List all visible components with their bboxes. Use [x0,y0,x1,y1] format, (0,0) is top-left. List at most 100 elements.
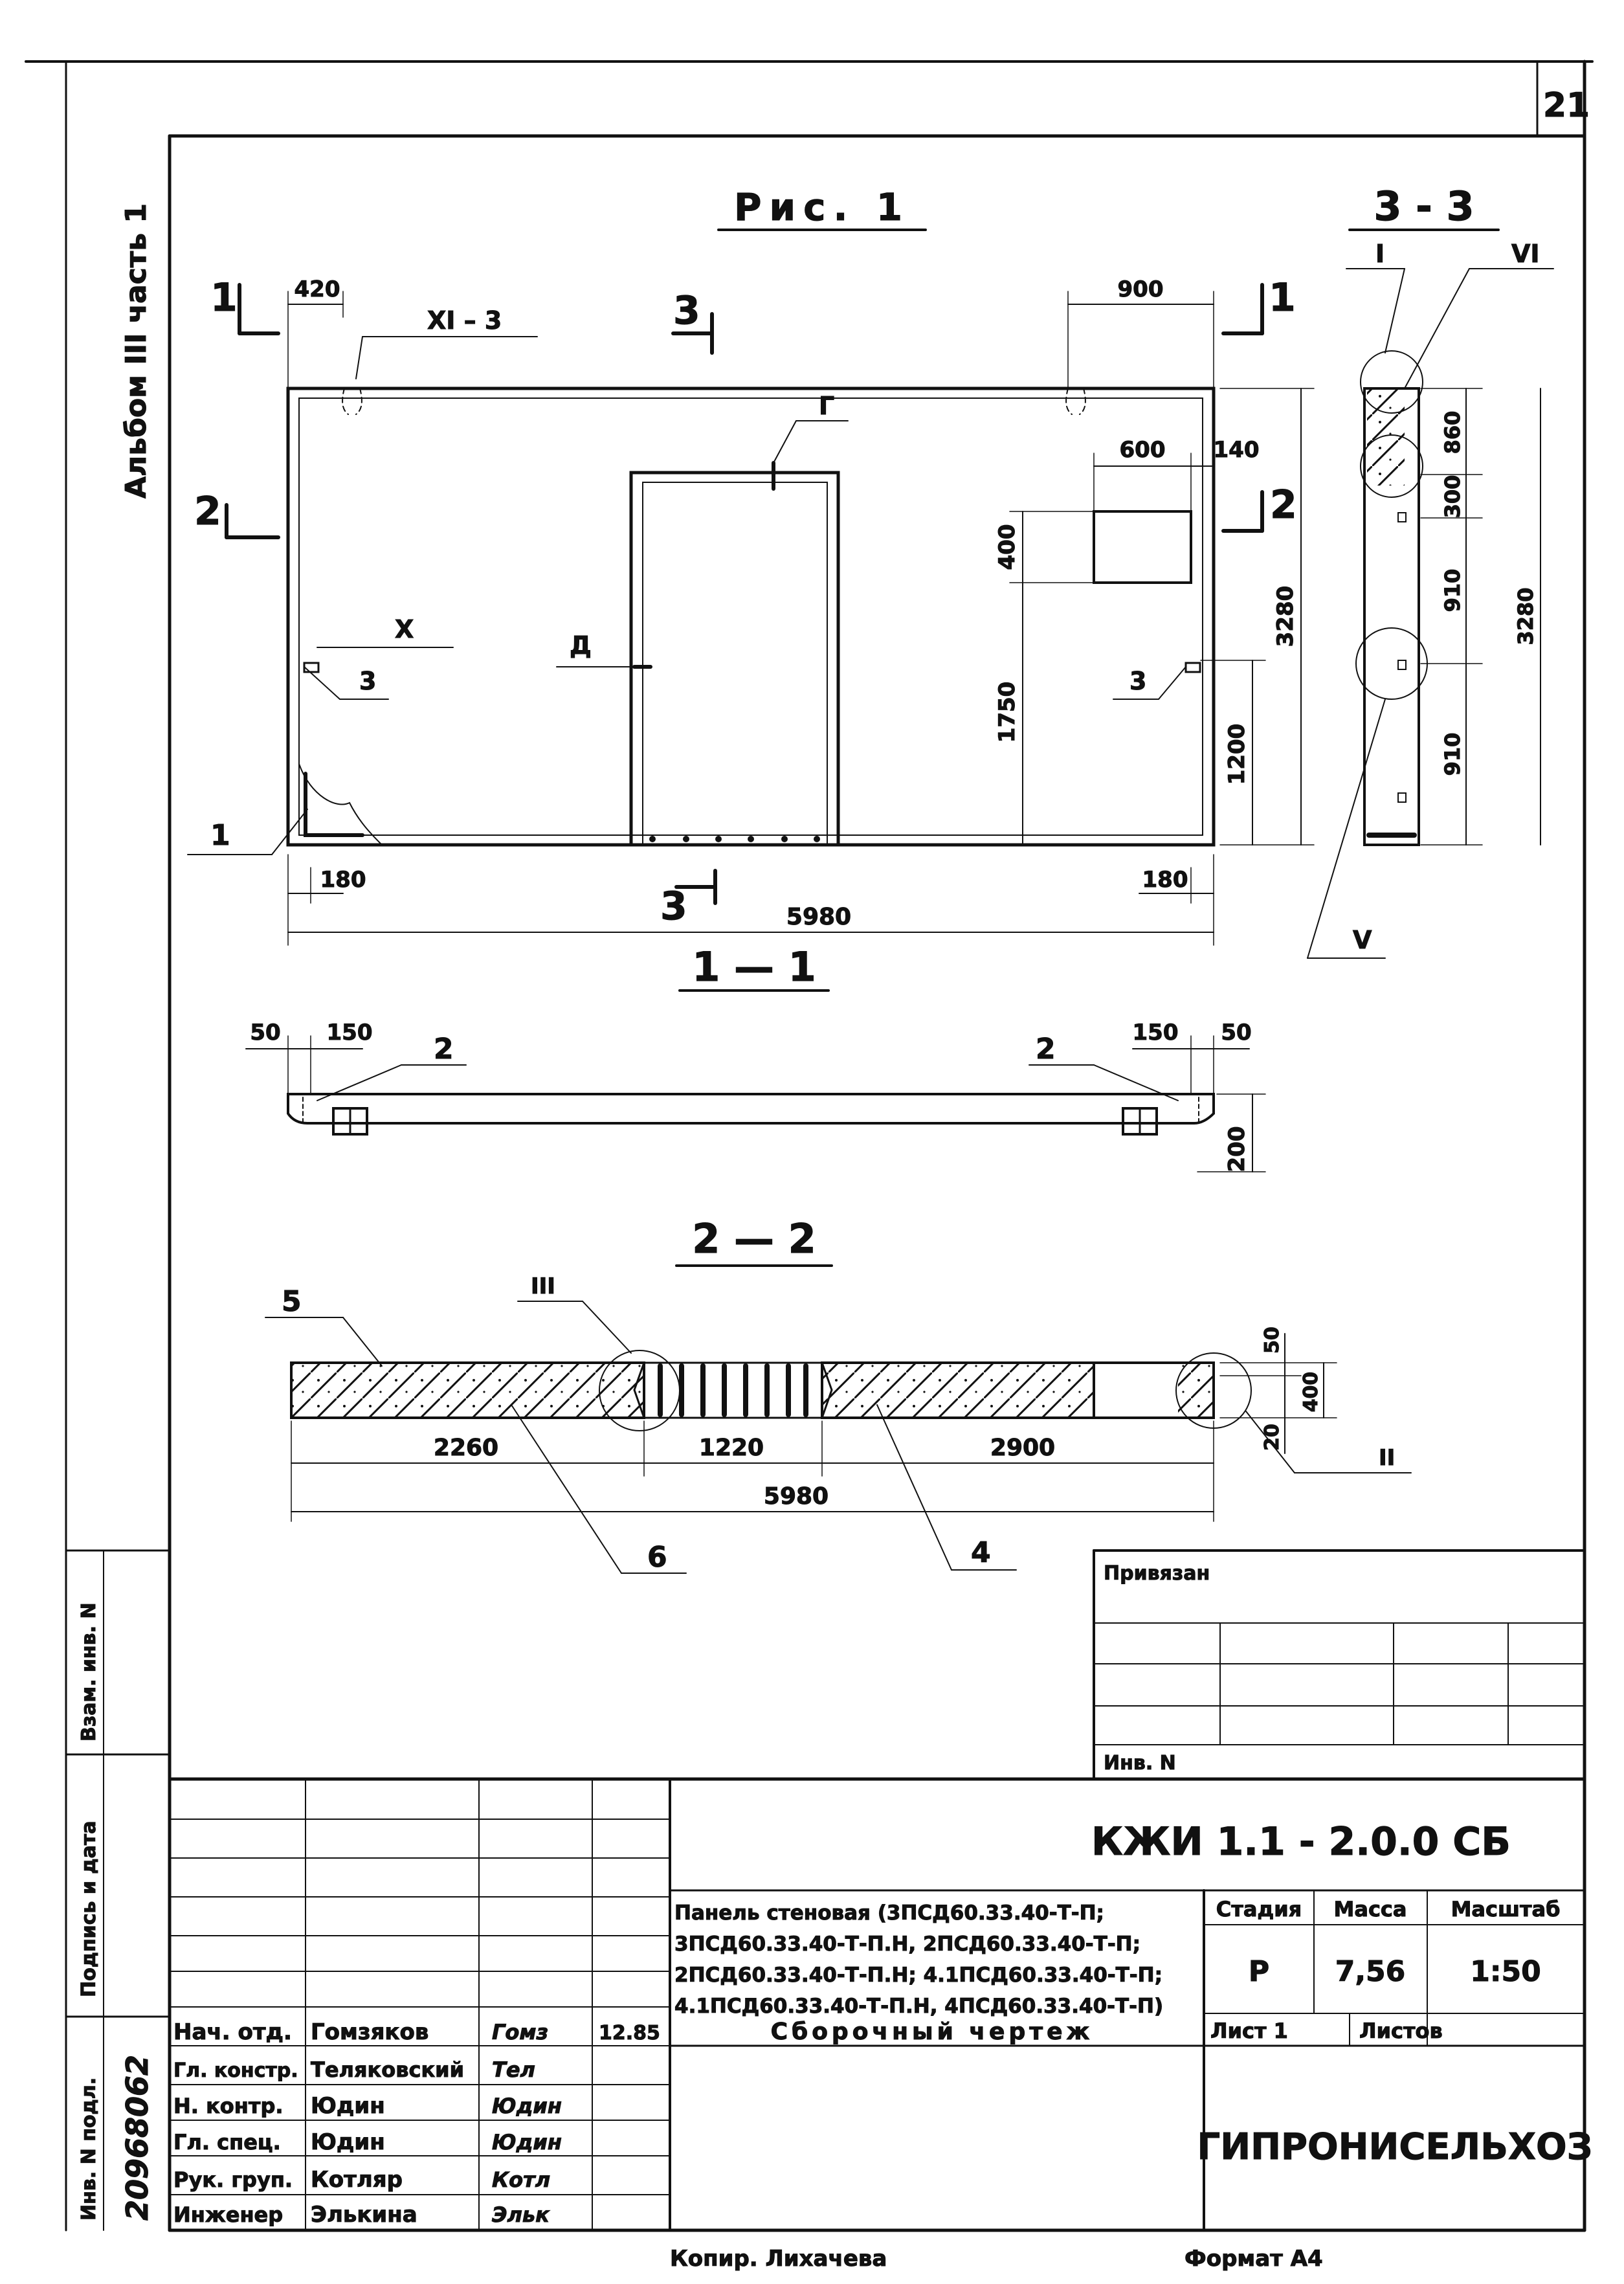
dim-1200: 1200 [1224,724,1250,785]
description-line-1: Панель стеновая (3ПСД60.33.40-Т-П; [674,1901,1104,1925]
description-line-2: 3ПСД60.33.40-Т-П.Н, 2ПСД60.33.40-Т-П; [674,1932,1140,1956]
organization-name: ГИПРОНИСЕЛЬХОЗ [1197,2126,1593,2168]
scale-label: Масштаб [1451,1897,1561,1921]
svg-text:Гл. спец.: Гл. спец. [173,2130,281,2155]
svg-text:Н. контр.: Н. контр. [173,2094,284,2118]
position-5: 5 [282,1285,302,1318]
dim-180-left: 180 [320,867,366,893]
section-22-title: 2 — 2 [692,1215,816,1262]
privyazan-label: Привязан [1104,1562,1210,1585]
dim-5980-section: 5980 [764,1483,829,1510]
description-line-3: 2ПСД60.33.40-Т-П.Н; 4.1ПСД60.33.40-Т-П; [674,1964,1162,1987]
section-2-left: 2 [194,489,221,534]
podpis-label: Подпись и дата [78,1821,100,1997]
dim-1220: 1220 [699,1435,764,1461]
side-stamp [65,1549,171,2231]
mass-label: Масса [1334,1897,1407,1921]
svg-text:Котляр: Котляр [311,2167,403,2193]
node-i: I [1375,240,1385,268]
svg-text:Гомз: Гомз [492,2020,548,2044]
dim-50-left: 50 [250,1020,280,1046]
svg-text:Нач. отд.: Нач. отд. [173,2019,292,2045]
svg-text:Теляковский: Теляковский [311,2057,464,2082]
dim-2260: 2260 [434,1435,498,1461]
position-2-right: 2 [1036,1033,1056,1066]
node-iii: III [531,1273,555,1299]
svg-text:Юдин: Юдин [311,2129,385,2155]
dim-20-section: 20 [1261,1424,1284,1451]
svg-text:Юдин: Юдин [311,2093,385,2119]
description-line-4: 4.1ПСД60.33.40-Т-П.Н, 4ПСД60.33.40-Т-П) [674,1995,1163,2018]
sheet-label: Лист 1 [1210,2019,1288,2043]
node-v: V [1353,926,1372,954]
svg-text:Юдин: Юдин [492,2130,562,2155]
svg-text:Рук. груп.: Рук. груп. [173,2167,293,2192]
node-vi: VI [1511,240,1540,268]
section-markers [225,283,1264,905]
dim-150-left: 150 [327,1020,373,1046]
dim-180-right: 180 [1142,867,1188,893]
position-2-left: 2 [434,1033,454,1066]
dim-5980: 5980 [786,904,851,930]
dim-910-a: 910 [1440,569,1465,612]
section-33-title: 3 - 3 [1374,183,1474,230]
dim-3280: 3280 [1273,586,1298,647]
section-3-bottom: 3 [660,884,687,929]
svg-text:Гомзяков: Гомзяков [311,2019,428,2045]
staff-row-3: Гл. спец. Юдин Юдин [173,2129,562,2156]
inv-podl-label: Инв. N подл. [78,2077,100,2221]
copied-by: Копир. Лихачева [670,2246,887,2272]
node-3-left: 3 [359,667,376,695]
dim-1750: 1750 [994,682,1020,743]
dim-300: 300 [1440,475,1465,519]
node-d: Д [570,631,592,660]
staff-row-0: Нач. отд. Гомзяков Гомз [173,2019,549,2046]
stage-value: Р [1249,1955,1269,1988]
section-11-title: 1 — 1 [692,943,816,991]
sheets-label: Листов [1359,2019,1443,2043]
section-1-left: 1 [210,275,238,320]
document-code: КЖИ 1.1 - 2.0.0 СБ [1091,1819,1511,1864]
dim-600: 600 [1120,437,1166,463]
section-33-drawing [1355,350,1428,846]
scale-value: 1:50 [1470,1955,1541,1988]
sign-date: 12.85 [599,2022,660,2044]
section-3-top: 3 [673,288,700,333]
position-6: 6 [647,1541,667,1574]
dim-400: 400 [994,524,1020,570]
node-3-right: 3 [1129,667,1146,695]
page-number: 21 [1543,86,1590,125]
svg-text:Инженер: Инженер [173,2202,283,2227]
section-2-right: 2 [1270,482,1297,528]
dim-860: 860 [1440,411,1465,454]
position-4: 4 [971,1536,991,1569]
section-11-drawing [287,1093,1215,1136]
figure-caption: Рис. 1 [734,185,910,229]
svg-text:Тел: Тел [492,2057,535,2082]
svg-text:Элькина: Элькина [311,2202,417,2228]
staff-row-1: Гл. констр. Теляковский Тел [173,2057,536,2083]
album-label: Альбом III часть 1 [120,203,153,498]
staff-row-5: Инженер Элькина Эльк [173,2202,551,2228]
dim-900: 900 [1118,276,1164,302]
staff-row-2: Н. контр. Юдин Юдин [173,2093,562,2120]
section-22-drawing [290,1350,1252,1431]
inv-podl-number: 20968062 [120,2055,155,2221]
sheet-frame [25,60,1594,2232]
privyazan-inv-label: Инв. N [1104,1752,1176,1775]
dim-400-section: 400 [1300,1372,1322,1413]
drawing-type: Сборочный чертеж [771,2019,1094,2045]
svg-text:Эльк: Эльк [492,2202,550,2227]
staff-row-4: Рук. груп. Котляр Котл [173,2167,551,2193]
dim-200: 200 [1224,1126,1250,1172]
stage-label: Стадия [1216,1897,1302,1921]
dim-3280-section: 3280 [1513,587,1538,645]
position-1: 1 [210,819,230,852]
dim-50-right: 50 [1221,1020,1251,1046]
dim-50-section: 50 [1261,1327,1284,1354]
node-xi-3: XI – 3 [427,306,502,335]
svg-text:Юдин: Юдин [492,2094,562,2118]
dim-910-b: 910 [1440,733,1465,776]
vzam-inv-label: Взам. инв. N [78,1602,100,1741]
